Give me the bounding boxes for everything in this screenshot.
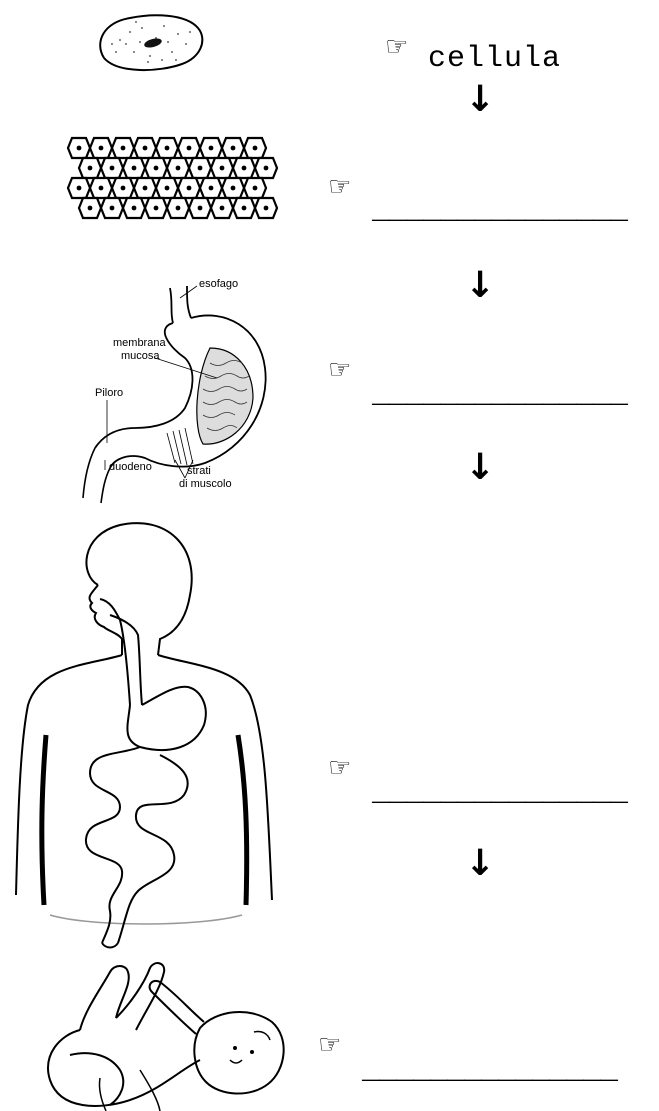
tissue-cell-nucleus [154, 206, 159, 211]
tissue-cell-nucleus [121, 186, 126, 191]
tissue-cell-nucleus [253, 186, 258, 191]
tissue-cell-nucleus [143, 146, 148, 151]
label-mucosa-line1: membrana [113, 337, 166, 349]
pointing-hand-icon: ☞ [328, 174, 351, 200]
pointing-hand-icon: ☞ [328, 357, 351, 383]
down-arrow-icon: ↓ [465, 450, 495, 486]
pointing-hand-icon: ☞ [385, 34, 408, 60]
baby-illustration [40, 960, 285, 1111]
tissue-cell-nucleus [209, 186, 214, 191]
tissue-cell-nucleus [253, 146, 258, 151]
tissue-cell-nucleus [110, 206, 115, 211]
tissue-cell-nucleus [88, 206, 93, 211]
pointing-hand-icon: ☞ [318, 1032, 341, 1058]
down-arrow-icon: ↓ [465, 846, 495, 882]
tissue-cell-nucleus [209, 146, 214, 151]
tissue-cell-nucleus [264, 166, 269, 171]
tissue-cell-nucleus [132, 166, 137, 171]
tissue-cell-nucleus [88, 166, 93, 171]
answer-blank-tissue[interactable]: _______________ [372, 196, 627, 226]
tissue-cell-nucleus [77, 146, 82, 151]
tissue-cell-nucleus [99, 186, 104, 191]
answer-cell: cellula [428, 44, 561, 74]
tissue-cell-nucleus [176, 206, 181, 211]
pointing-hand-icon: ☞ [328, 755, 351, 781]
stomach-illustration: esofago membrana mucosa Piloro duodeno s… [75, 268, 285, 503]
tissue-cell-nucleus [132, 206, 137, 211]
cell-illustration [90, 10, 210, 75]
tissue-cell-nucleus [165, 146, 170, 151]
tissue-cell-nucleus [231, 146, 236, 151]
tissue-cell-nucleus [198, 206, 203, 211]
label-muscle-line1: strati [187, 465, 211, 477]
tissue-cell-nucleus [99, 146, 104, 151]
tissue-cell-nucleus [198, 166, 203, 171]
label-muscle-line2: di muscolo [179, 478, 232, 490]
label-mucosa-line2: mucosa [121, 350, 160, 362]
tissue-cell-nucleus [242, 206, 247, 211]
down-arrow-icon: ↓ [465, 82, 495, 118]
digestive-system-illustration [10, 515, 285, 955]
label-pylorus: Piloro [95, 387, 123, 399]
tissue-cell-nucleus [143, 186, 148, 191]
tissue-illustration [60, 132, 270, 227]
tissue-cell-nucleus [165, 186, 170, 191]
answer-blank-organism[interactable]: _______________ [362, 1056, 617, 1086]
tissue-cell-nucleus [187, 186, 192, 191]
answer-blank-apparatus[interactable]: _______________ [372, 778, 627, 808]
tissue-cell-nucleus [220, 206, 225, 211]
label-duodenum: duodeno [109, 461, 152, 473]
tissue-cell-nucleus [242, 166, 247, 171]
tissue-cell-nucleus [110, 166, 115, 171]
down-arrow-icon: ↓ [465, 268, 495, 304]
answer-blank-organ[interactable]: _______________ [372, 380, 627, 410]
label-esophagus: esofago [199, 278, 238, 290]
tissue-cell-nucleus [77, 186, 82, 191]
tissue-cell-nucleus [176, 166, 181, 171]
tissue-cell-nucleus [154, 166, 159, 171]
tissue-cell-nucleus [187, 146, 192, 151]
tissue-cell-nucleus [121, 146, 126, 151]
tissue-cell-nucleus [231, 186, 236, 191]
tissue-cell-nucleus [220, 166, 225, 171]
tissue-cell-nucleus [264, 206, 269, 211]
